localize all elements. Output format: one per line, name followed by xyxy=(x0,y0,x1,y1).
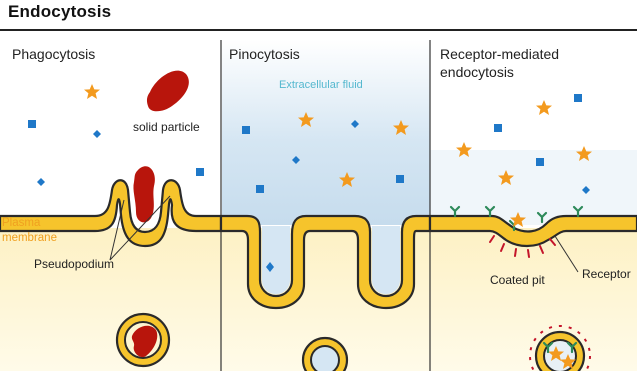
receptor-mediated-heading-line2: endocytosis xyxy=(440,64,514,81)
solid-particle-label: solid particle xyxy=(133,121,200,134)
pinocytosis-heading: Pinocytosis xyxy=(229,46,300,63)
receptor-mediated-heading-line1: Receptor-mediated xyxy=(440,46,559,63)
solid-particle-engulfed xyxy=(133,166,154,222)
solid-particle xyxy=(147,71,189,112)
phagocytosis-heading: Phagocytosis xyxy=(12,46,95,63)
receptor-label: Receptor xyxy=(582,268,631,281)
pseudopodium-label: Pseudopodium xyxy=(34,258,114,271)
phagosome xyxy=(117,314,169,366)
plasma-membrane-label-line1: Plasma xyxy=(2,217,40,230)
pinosome xyxy=(303,338,347,371)
coated-pit-label: Coated pit xyxy=(490,274,545,287)
plasma-membrane-label-line2: membrane xyxy=(2,232,57,245)
dot xyxy=(28,120,36,128)
extracellular-fluid-label: Extracellular fluid xyxy=(279,79,363,92)
